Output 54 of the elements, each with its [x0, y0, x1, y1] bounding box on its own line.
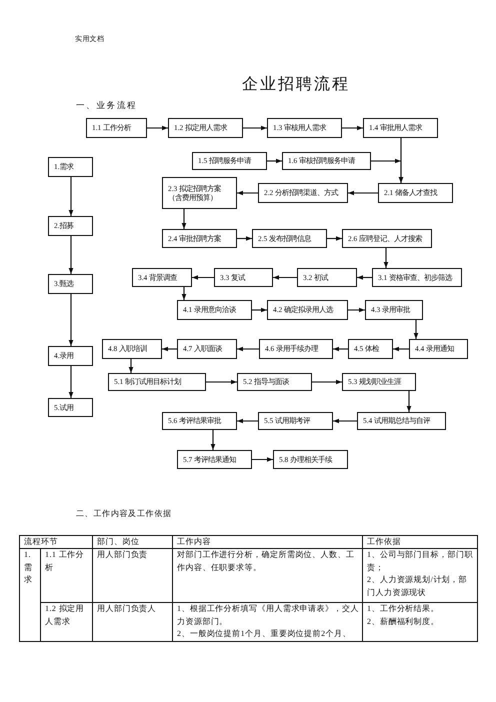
cell-paragraph: 1、公司与部门目标，部门职责；	[367, 549, 474, 574]
arrow	[210, 430, 216, 450]
arrow	[128, 359, 134, 373]
arrow	[348, 190, 378, 196]
arrow	[192, 275, 214, 280]
arrow	[68, 177, 74, 216]
arrow	[182, 209, 186, 229]
arrow	[237, 236, 252, 241]
arrow	[182, 287, 186, 300]
cell-paragraph: 2、一般岗位提前1个月、重要岗位提前2个月、	[177, 628, 352, 640]
section-heading: 二、工作内容及工作依据	[76, 509, 172, 519]
arrow	[68, 294, 74, 346]
table-cell: 对部门工作进行分析，确定所需岗位、人数、工作内容、任职要求等。	[172, 548, 362, 603]
arrow	[406, 391, 412, 412]
arrow	[393, 346, 409, 352]
arrow	[237, 190, 258, 196]
table-header-cell: 流程环节	[20, 536, 92, 549]
table-header-cell: 工作内容	[172, 536, 362, 549]
arrow	[357, 275, 372, 280]
table-cell: 1.1 工作分析	[40, 548, 92, 603]
cell-paragraph: 1、根据工作分析填写《用人需求申请表》，交人力资源部门。	[177, 603, 359, 628]
arrow	[206, 380, 237, 384]
cell-paragraph: 1、工作分析结果。	[367, 603, 440, 616]
arrow	[243, 126, 267, 130]
cell-paragraph: 2、薪酬福利制度。	[367, 616, 440, 628]
section-heading: 一、业务流程	[76, 100, 138, 110]
arrow	[342, 126, 363, 130]
process-box	[162, 177, 237, 209]
arrow	[68, 236, 74, 274]
table-header-cell: 工作依据	[362, 536, 478, 549]
table-cell: 1.需求	[20, 548, 40, 642]
arrow	[267, 158, 282, 164]
arrow	[237, 346, 259, 352]
arrow	[327, 236, 342, 241]
arrow	[384, 248, 388, 268]
page-title: 企业招聘流程	[242, 75, 350, 94]
arrow	[371, 158, 404, 183]
arrow	[252, 457, 273, 462]
table-header-cell: 部门、岗位	[92, 536, 172, 549]
arrow	[237, 418, 258, 424]
arrow	[252, 308, 267, 312]
table-cell: 1.2 拟定用人需求	[40, 602, 92, 642]
table-cell: 用人部门负责	[92, 548, 172, 603]
cell-paragraph: 2、人力资源规划/计划，部门人力资源现状	[367, 574, 468, 599]
arrow	[414, 320, 418, 339]
arrow	[333, 346, 348, 352]
arrow	[162, 346, 177, 352]
arrow	[273, 275, 297, 280]
arrow	[348, 308, 365, 312]
arrow	[68, 366, 74, 398]
arrow	[147, 126, 168, 130]
arrow	[333, 418, 357, 424]
arrow	[312, 380, 342, 384]
table-cell: 用人部门负责人	[92, 602, 172, 642]
